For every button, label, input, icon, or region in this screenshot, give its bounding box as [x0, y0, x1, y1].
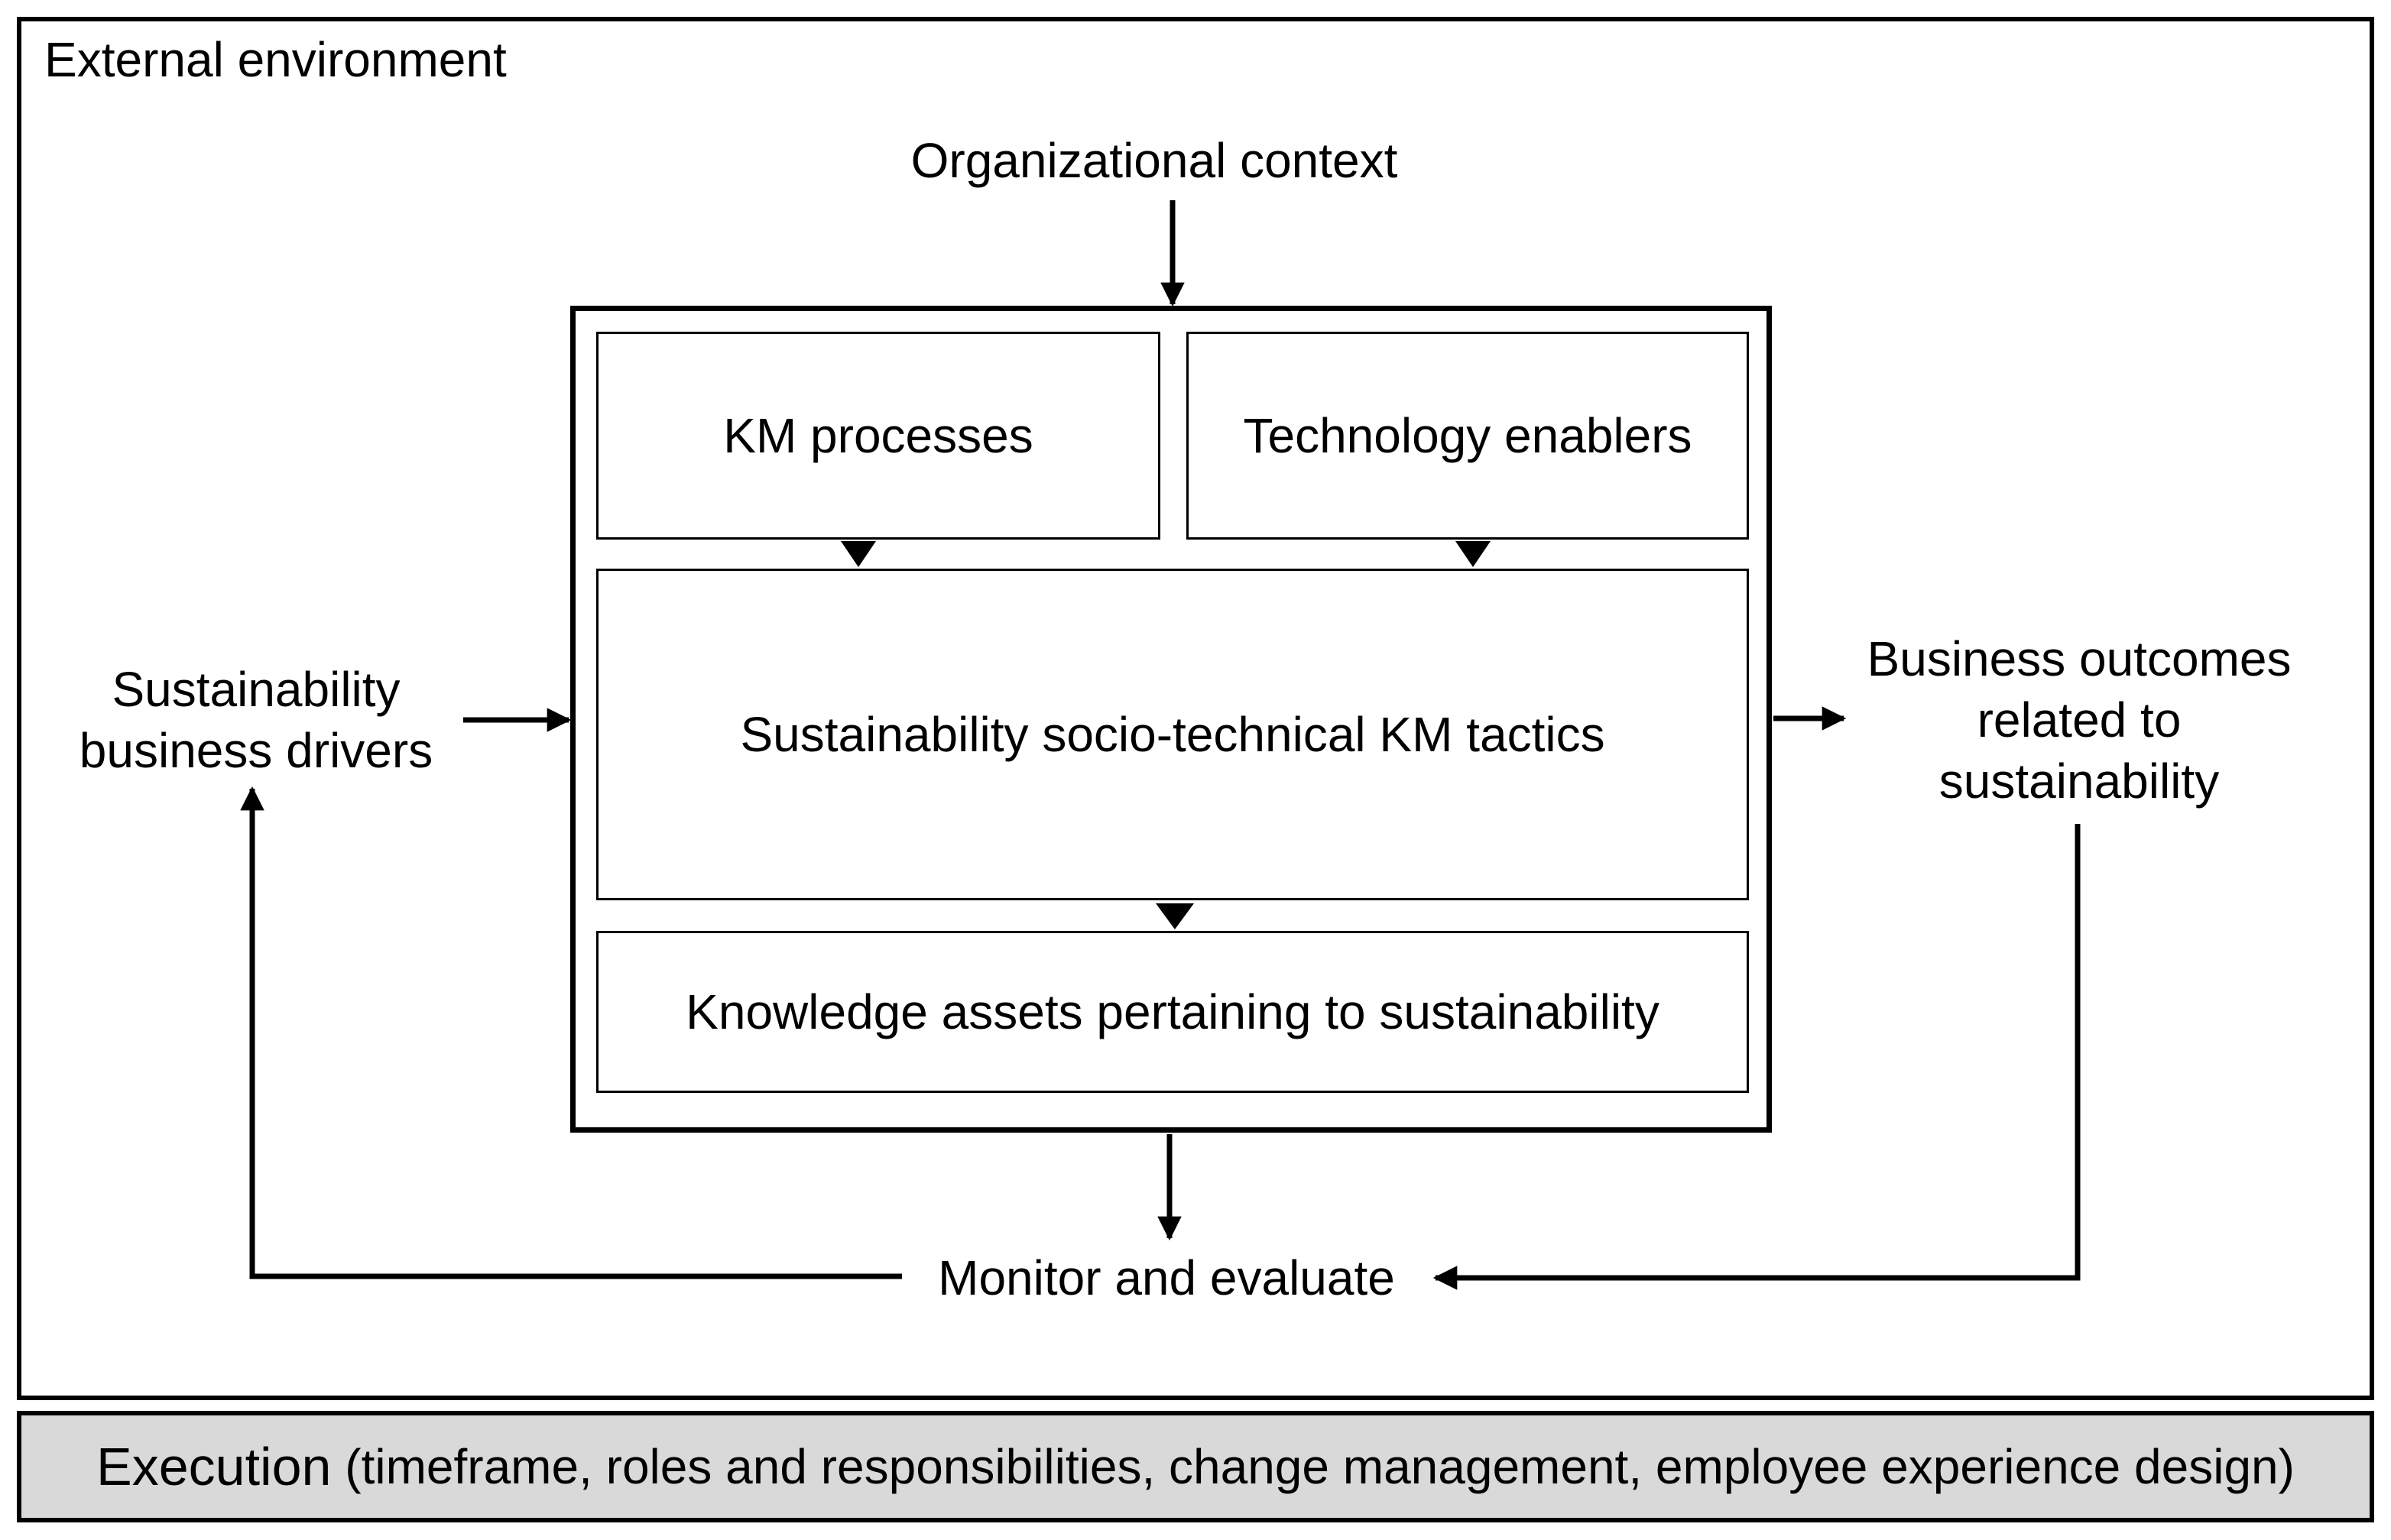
monitor-evaluate-label: Monitor and evaluate [938, 1250, 1395, 1305]
drivers-line-1: Sustainability [112, 662, 401, 717]
sustainability-drivers-label: Sustainability business drivers [31, 659, 482, 781]
technology-enablers-box: Technology enablers [1186, 332, 1749, 540]
business-outcomes-label: Business outcomes related to sustainabil… [1835, 628, 2324, 812]
execution-title: Execution [96, 1437, 332, 1496]
external-environment-label: External environment [44, 32, 507, 87]
monitor-to-drivers-arrow [240, 786, 902, 1279]
technology-enablers-down-arrow [1455, 541, 1491, 567]
knowledge-assets-box: Knowledge assets pertaining to sustainab… [596, 931, 1749, 1093]
outcomes-line-1: Business outcomes [1867, 631, 2292, 686]
execution-bar: Execution (timeframe, roles and responsi… [17, 1411, 2374, 1522]
outcomes-line-2: related to [1977, 692, 2182, 747]
outcomes-to-monitor-arrow [1432, 824, 2081, 1290]
execution-detail: (timeframe, roles and responsibilities, … [345, 1439, 2295, 1494]
outcomes-line-3: sustainability [1938, 754, 2220, 809]
km-processes-box: KM processes [596, 332, 1160, 540]
drivers-line-2: business drivers [79, 723, 433, 778]
km-tactics-box: Sustainability socio-technical KM tactic… [596, 569, 1749, 900]
km-processes-down-arrow [841, 541, 876, 567]
organizational-context-label: Organizational context [910, 133, 1398, 188]
tactics-down-arrow [1156, 903, 1194, 929]
